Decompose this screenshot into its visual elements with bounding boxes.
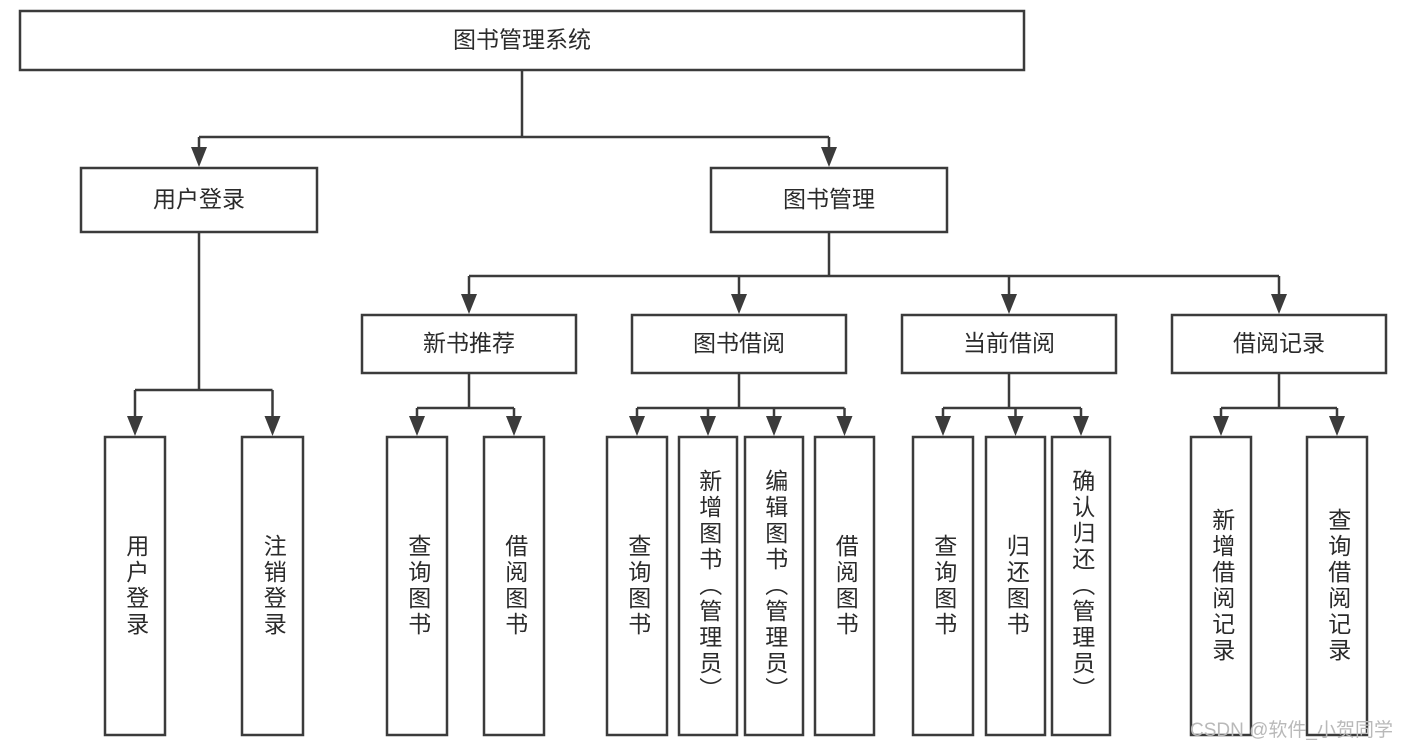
node-box-current-borrow[interactable] (900, 313, 1118, 375)
arrow-head-user-login (191, 147, 207, 167)
node-box-book-borrow[interactable] (630, 313, 848, 375)
arrow-head-leaf-query-book-recommend (409, 416, 425, 436)
connector-lines (127, 70, 1345, 436)
node-box-root[interactable] (18, 9, 1026, 72)
node-label-user-login: 用户登录 (153, 186, 245, 212)
arrow-head-leaf-borrow-book-borrow (836, 416, 853, 436)
node-box-leaf-return-book[interactable] (984, 435, 1047, 737)
node-box-leaf-query-book-recommend[interactable] (385, 435, 449, 737)
node-label-book-borrow: 图书借阅 (693, 330, 785, 356)
node-box-leaf-user-login[interactable] (103, 435, 167, 737)
watermark-text: CSDN @软件_小贺同学 (1190, 720, 1393, 741)
arrow-head-leaf-query-book-borrow (629, 416, 645, 436)
node-box-leaf-query-book-current[interactable] (911, 435, 975, 737)
arrow-head-leaf-query-borrow-record (1329, 416, 1345, 436)
node-label-current-borrow: 当前借阅 (963, 330, 1055, 356)
node-label-borrow-record: 借阅记录 (1233, 330, 1325, 356)
node-box-new-book-recommend[interactable] (360, 313, 578, 375)
node-box-leaf-add-borrow-record[interactable] (1189, 435, 1253, 737)
node-label-book-manage: 图书管理 (783, 186, 875, 212)
node-box-book-manage[interactable] (709, 166, 949, 234)
node-boxes (18, 9, 1388, 737)
arrow-head-book-borrow (731, 294, 747, 314)
node-box-leaf-add-book-admin[interactable] (677, 435, 739, 737)
node-box-user-login[interactable] (79, 166, 319, 234)
node-label-new-book-recommend: 新书推荐 (423, 330, 515, 356)
node-box-borrow-record[interactable] (1170, 313, 1388, 375)
node-box-leaf-edit-book-admin[interactable] (743, 435, 805, 737)
node-box-leaf-borrow-book-borrow[interactable] (813, 435, 876, 737)
node-box-leaf-user-logout[interactable] (240, 435, 305, 737)
arrow-head-leaf-user-login (127, 416, 143, 436)
node-label-root: 图书管理系统 (453, 27, 591, 53)
arrow-head-leaf-return-book (1007, 416, 1024, 436)
node-box-leaf-query-borrow-record[interactable] (1305, 435, 1369, 737)
arrow-head-borrow-record (1271, 294, 1287, 314)
arrow-head-leaf-add-book-admin (700, 416, 716, 436)
arrow-head-leaf-user-logout (264, 416, 281, 436)
node-box-leaf-confirm-return-admin[interactable] (1050, 435, 1112, 737)
arrow-head-book-manage (821, 147, 837, 167)
arrow-head-leaf-edit-book-admin (766, 416, 782, 436)
arrow-head-leaf-add-borrow-record (1213, 416, 1229, 436)
node-box-leaf-borrow-book-recommend[interactable] (482, 435, 546, 737)
arrow-head-current-borrow (1001, 294, 1017, 314)
arrow-head-leaf-borrow-book-recommend (506, 416, 522, 436)
arrow-head-leaf-confirm-return-admin (1073, 416, 1089, 436)
node-box-leaf-query-book-borrow[interactable] (605, 435, 669, 737)
arrow-head-leaf-query-book-current (935, 416, 951, 436)
arrow-head-new-book-recommend (461, 294, 477, 314)
